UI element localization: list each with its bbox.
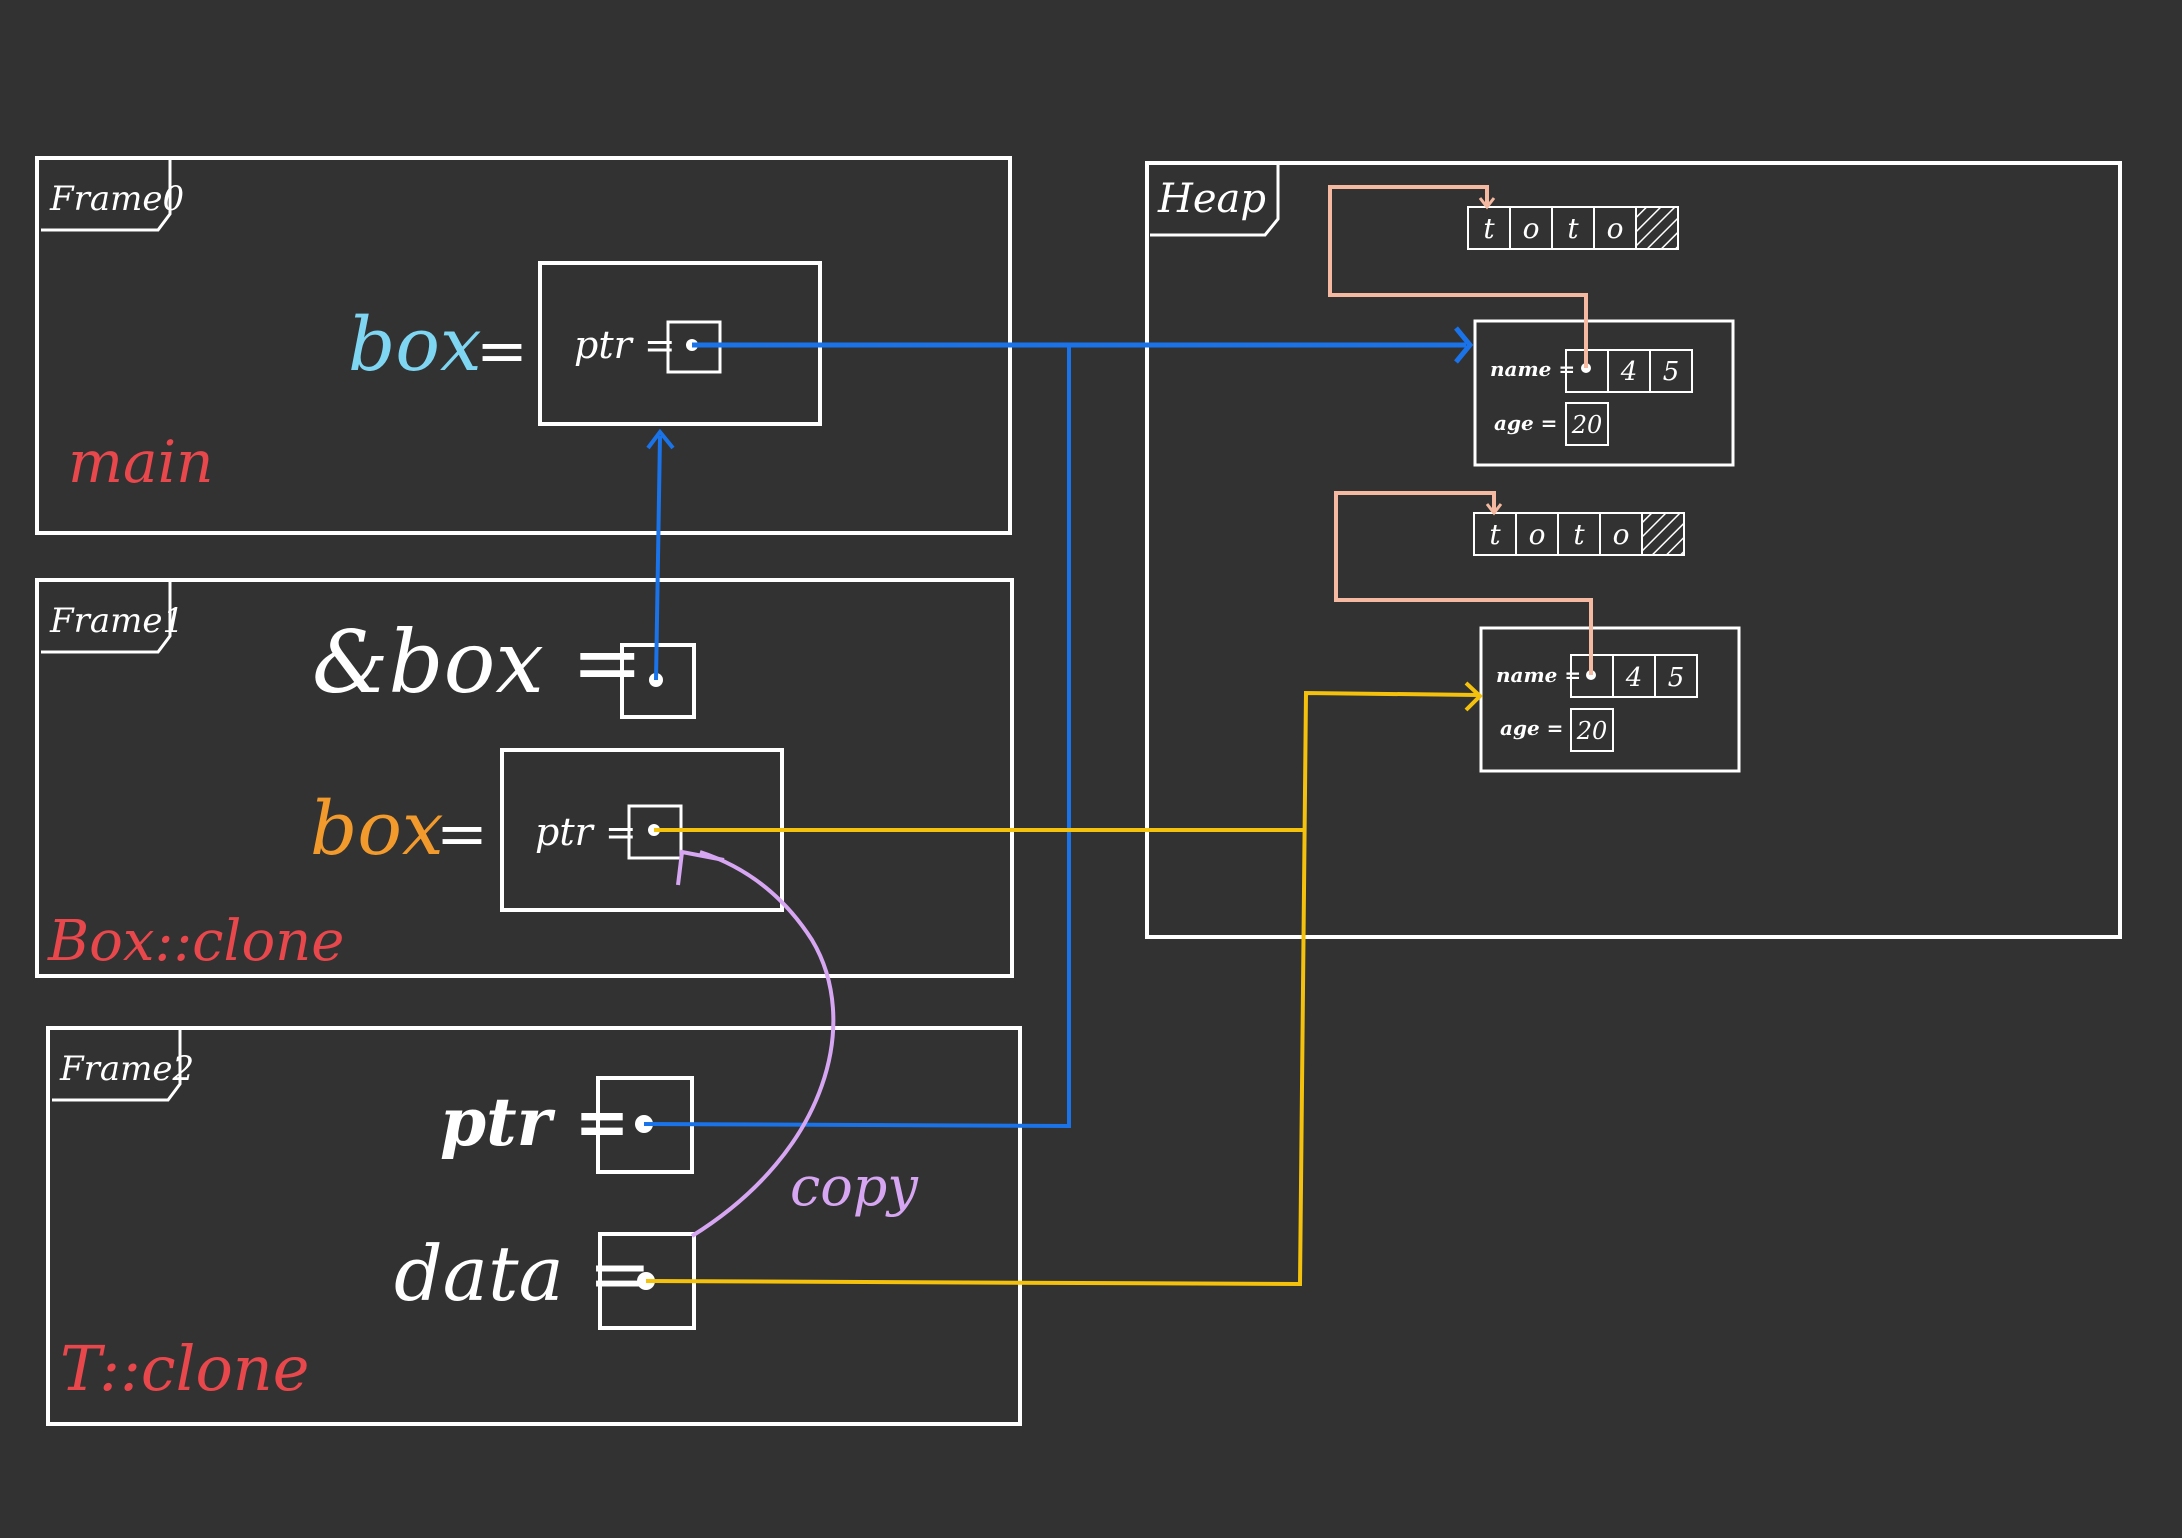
name-ptr-arrowhead-0 bbox=[1478, 197, 1496, 210]
struct-1-len: 4 bbox=[1625, 663, 1643, 693]
frame-1-equals: = bbox=[436, 797, 488, 870]
struct-1-name-label: name = bbox=[1496, 663, 1581, 687]
struct-0-age: 20 bbox=[1571, 411, 1603, 439]
frame-2-data-arrowhead bbox=[1464, 681, 1483, 712]
struct-0-len: 4 bbox=[1620, 357, 1638, 387]
copy-annotation: copy bbox=[676, 849, 919, 1238]
string-0-char-0: t bbox=[1483, 212, 1495, 245]
frame-0-ptr-arrowhead bbox=[1454, 326, 1474, 364]
frame-0-ptr-label: ptr = bbox=[574, 323, 676, 367]
string-1-char-2: t bbox=[1573, 518, 1585, 551]
frame-2-ptr-label: ptr = bbox=[440, 1083, 630, 1161]
frame-1: Frame1 &box = box = ptr = Box::clone bbox=[35, 578, 1014, 978]
struct-1-age-cell bbox=[1570, 708, 1614, 752]
heap-string-0: t o t o bbox=[1467, 206, 1679, 250]
heap-struct-0: name = 4 5 age = 20 bbox=[1473, 319, 1735, 467]
struct-1-age-label: age = bbox=[1500, 716, 1563, 740]
frame-0-tag-border bbox=[41, 160, 172, 232]
string-1-char-0: t bbox=[1489, 518, 1501, 551]
ref-arrow bbox=[654, 435, 662, 681]
heap-tag-border bbox=[1150, 165, 1280, 237]
frame-1-border bbox=[35, 578, 1014, 978]
frame-1-fn-name: Box::clone bbox=[47, 909, 344, 974]
frame-1-box-label: box bbox=[310, 786, 444, 872]
string-0-char-2: t bbox=[1567, 212, 1579, 245]
struct-0-cap: 5 bbox=[1663, 357, 1680, 387]
struct-1-cap-cell bbox=[1654, 654, 1698, 698]
struct-0-age-label: age = bbox=[1494, 411, 1557, 435]
frame-1-ref-label: &box = bbox=[312, 613, 643, 713]
frame-0-fn-name: main bbox=[68, 428, 213, 496]
frame-2-tag-border bbox=[52, 1030, 182, 1102]
name-ptr-arrow-0 bbox=[1328, 185, 1588, 368]
copy-arrowhead bbox=[676, 849, 725, 886]
struct-0-border bbox=[1473, 319, 1735, 467]
heap-string-1: t o t o bbox=[1473, 512, 1685, 556]
struct-1-cap: 5 bbox=[1668, 663, 1685, 693]
string-0-char-1: o bbox=[1523, 212, 1540, 245]
blue-pointer-arrows bbox=[643, 326, 1474, 1129]
frame-2-data-label: data = bbox=[394, 1229, 652, 1318]
struct-0-cap-cell bbox=[1649, 349, 1693, 393]
copy-arrow bbox=[690, 850, 836, 1238]
frame-0-tag: Frame0 bbox=[49, 179, 184, 219]
string-0-char-3: o bbox=[1607, 212, 1624, 245]
string-0-cell-spare bbox=[1635, 206, 1679, 250]
copy-label: copy bbox=[790, 1155, 919, 1218]
yellow-pointer-arrows bbox=[645, 681, 1483, 1287]
frame-0-box-label: box bbox=[348, 302, 482, 388]
name-ptr-arrowhead-1 bbox=[1485, 503, 1503, 516]
struct-0-name-label: name = bbox=[1490, 357, 1575, 381]
frame-1-tag: Frame1 bbox=[49, 601, 184, 641]
ref-arrowhead bbox=[646, 428, 675, 450]
frame-1-ptr-label: ptr = bbox=[535, 810, 637, 854]
string-1-char-3: o bbox=[1613, 518, 1630, 551]
string-1-char-1: o bbox=[1529, 518, 1546, 551]
heap: Heap t o t o name = 4 5 age = 20 bbox=[1145, 161, 2122, 939]
frame-2-tag: Frame2 bbox=[59, 1049, 194, 1089]
heap-border bbox=[1145, 161, 2122, 939]
frame-2-ptr-arrow bbox=[643, 345, 1071, 1129]
frame-0-equals: = bbox=[476, 314, 528, 387]
frame-1-tag-border bbox=[41, 582, 172, 654]
name-ptr-arrow-1 bbox=[1334, 491, 1593, 675]
heap-tag: Heap bbox=[1157, 176, 1266, 222]
frame-2-data-arrow bbox=[645, 690, 1479, 1287]
frame-0: Frame0 box = ptr = main bbox=[35, 156, 1012, 535]
frame-2-fn-name: T::clone bbox=[60, 1332, 309, 1405]
struct-1-border bbox=[1479, 626, 1741, 773]
string-1-cell-spare bbox=[1641, 512, 1685, 556]
frame-2: Frame2 ptr = data = T::clone bbox=[46, 1026, 1022, 1426]
struct-1-age: 20 bbox=[1576, 717, 1608, 745]
frame-2-border bbox=[46, 1026, 1022, 1426]
heap-struct-1: name = 4 5 age = 20 bbox=[1479, 626, 1741, 773]
salmon-pointer-arrows bbox=[1328, 185, 1593, 675]
struct-0-age-cell bbox=[1565, 402, 1609, 446]
